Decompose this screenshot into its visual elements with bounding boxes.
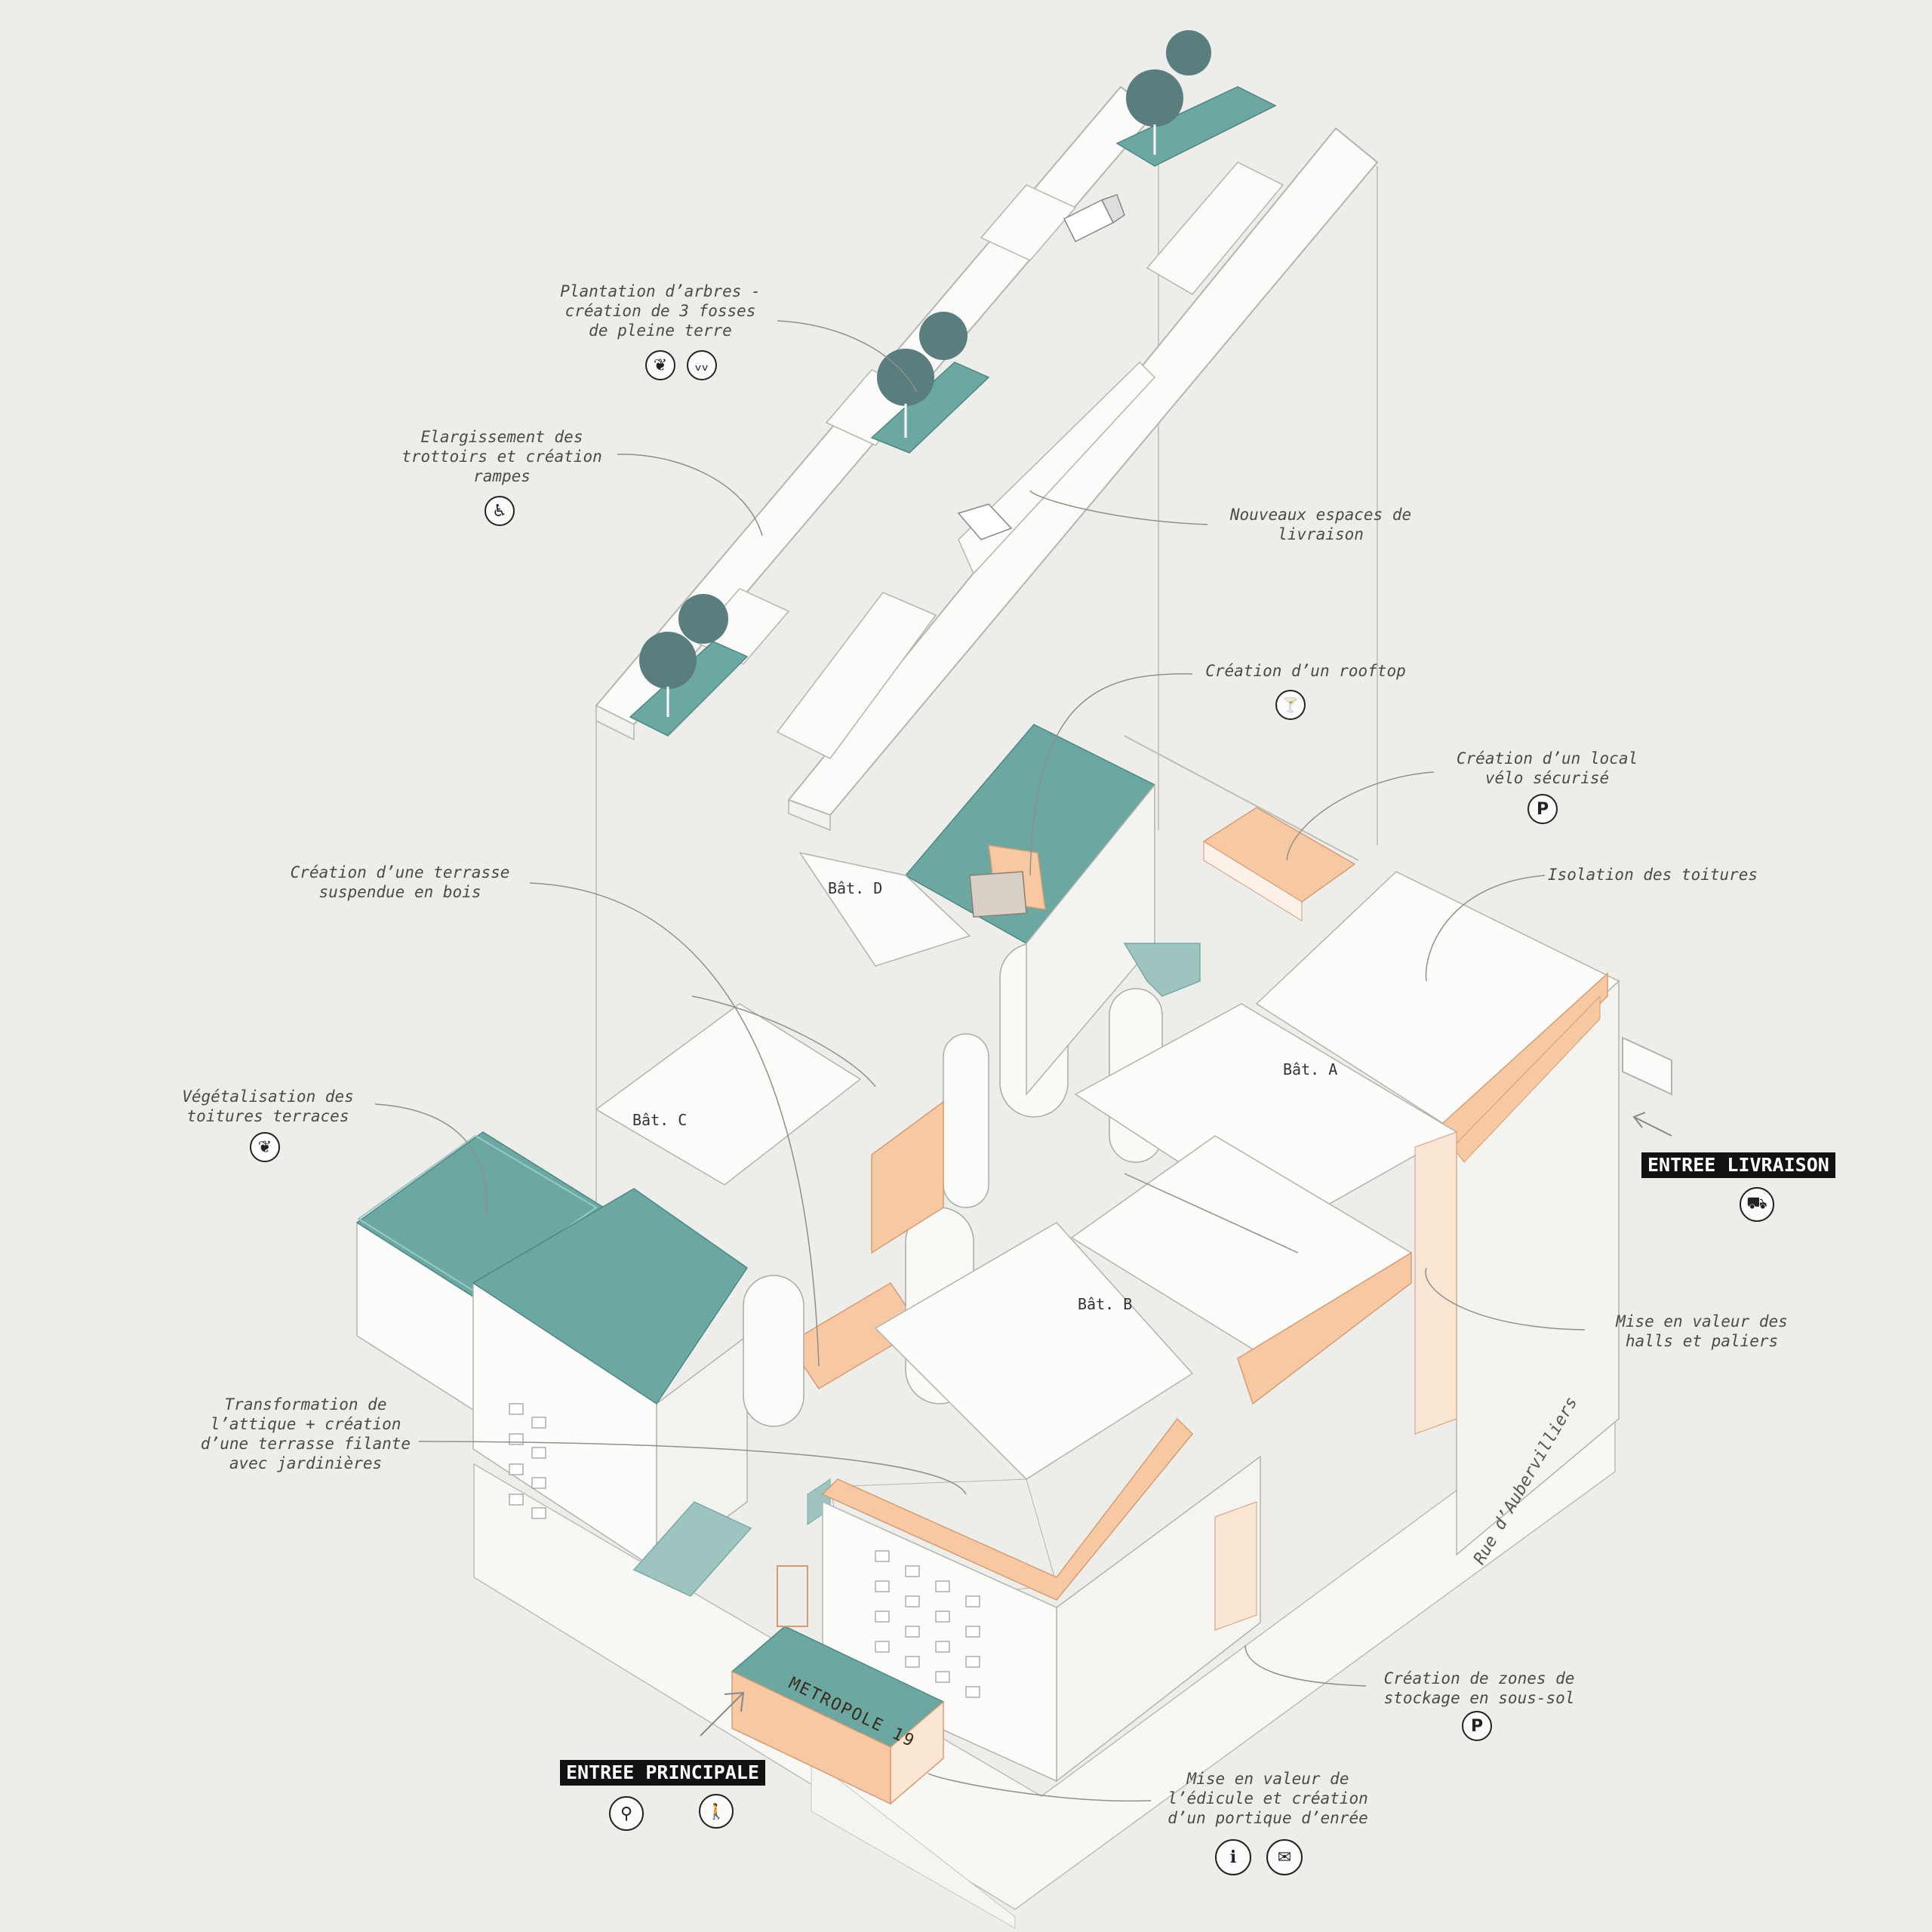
delivery-truck-top xyxy=(1063,194,1125,243)
annotation-sidewalks: Elargissement des trottoirs et création … xyxy=(401,428,602,485)
annotation-green-roofs: Végétalisation des toitures terraces xyxy=(182,1088,354,1125)
truck-icon: ⛟ xyxy=(1740,1187,1774,1222)
bike-icon: ⚲ xyxy=(609,1796,644,1831)
entry-delivery-label: ENTREE LIVRAISON xyxy=(1641,1152,1835,1178)
mail-icon: ✉ xyxy=(1266,1839,1303,1875)
tree-pit-middle xyxy=(870,312,990,454)
leader-lines xyxy=(374,320,1586,1802)
street-strip-right xyxy=(787,127,1379,845)
bike-parking-icon: P xyxy=(1527,794,1558,824)
pedestrian-icon: 🚶 xyxy=(699,1794,734,1829)
delivery-van-middle xyxy=(957,503,1013,540)
building-d xyxy=(798,724,1201,1097)
tree-pit-top xyxy=(1115,30,1277,167)
annotation-halls: Mise en valeur des halls et paliers xyxy=(1616,1312,1788,1350)
building-c xyxy=(472,1003,862,1571)
arrow-main-entry xyxy=(700,1691,745,1737)
annotation-delivery-spaces: Nouveaux espaces de livraison xyxy=(1229,506,1412,543)
parking-icon: P xyxy=(1462,1711,1492,1741)
annotation-bike-room: Création d’un local vélo sécurisé xyxy=(1456,749,1638,787)
cocktail-icon: 🍸 xyxy=(1275,690,1306,720)
bike-shelter xyxy=(1124,735,1359,921)
courtyard-pool-front xyxy=(632,1501,752,1597)
tree-pit-bottom xyxy=(629,594,749,737)
annotation-portico: Mise en valeur de l’édicule et création … xyxy=(1168,1770,1368,1827)
arrow-delivery-entry xyxy=(1622,1036,1672,1137)
delivery-bays xyxy=(776,162,1284,759)
annotation-suspended-terrace: Création d’une terrasse suspendue en boi… xyxy=(290,863,510,901)
leaf-icon-2: ❦ xyxy=(250,1132,280,1162)
annotation-storage: Création de zones de stockage en sous-so… xyxy=(1383,1669,1575,1707)
building-a xyxy=(1074,871,1620,1556)
annotation-rooftop: Création d’un rooftop xyxy=(1205,662,1406,680)
label-building-a: Bât. A xyxy=(1283,1060,1338,1078)
entry-main-label: ENTREE PRINCIPALE xyxy=(560,1760,765,1786)
bird-icon: ᵥᵥ xyxy=(687,350,717,380)
building-b xyxy=(821,1135,1413,1783)
label-building-d: Bât. D xyxy=(828,879,883,897)
wheelchair-icon: ♿ xyxy=(485,496,515,526)
annotation-roof-insulation: Isolation des toitures xyxy=(1547,866,1758,884)
annotation-attic: Transformation de l’attique + création d… xyxy=(200,1395,411,1472)
entrance-pavilion xyxy=(731,1565,945,1805)
annotation-trees: Plantation d’arbres - création de 3 foss… xyxy=(560,282,761,340)
label-building-b: Bât. B xyxy=(1078,1295,1133,1313)
leaf-icon: ❦ xyxy=(645,350,675,380)
windows-b xyxy=(875,1550,980,1698)
windows-c xyxy=(509,1403,546,1519)
label-building-c: Bât. C xyxy=(632,1111,688,1129)
info-icon: i xyxy=(1215,1839,1251,1875)
